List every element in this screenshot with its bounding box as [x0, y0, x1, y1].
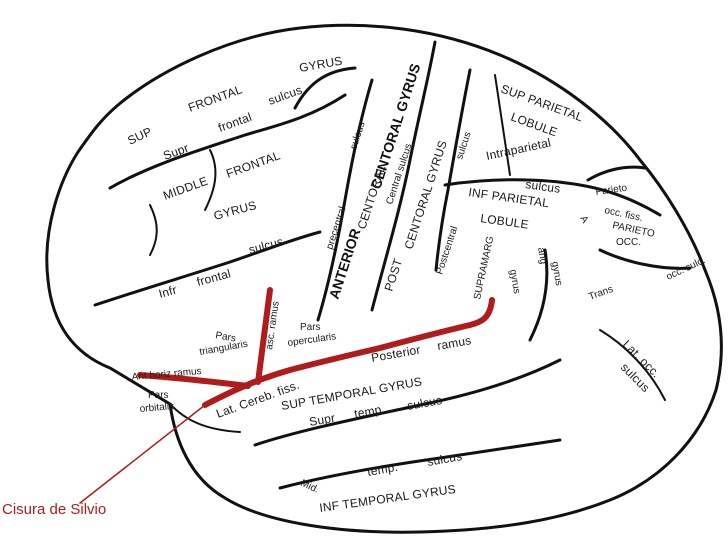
superior-frontal-sulcus	[108, 93, 347, 190]
label-parieto: Parieto	[595, 183, 628, 198]
transverse-occipital-sulcus	[598, 248, 692, 270]
label-temp-t: temp.	[353, 402, 386, 421]
label-occ: OCC.	[616, 237, 641, 248]
label-pars-tri: Pars	[214, 330, 236, 344]
lateral-occipital-sulcus	[599, 329, 666, 401]
superior-frontal-branch	[293, 66, 357, 110]
inferior-temporal-sulcus	[278, 438, 562, 490]
intraparietal-sulcus	[443, 178, 662, 217]
label-supr-t: Supr	[308, 411, 336, 429]
label-ang: ang	[535, 247, 549, 265]
caption-cisura-de-silvio: Cisura de Silvio	[2, 501, 106, 518]
label-infr: Infr	[157, 283, 178, 301]
central-sulcus	[370, 40, 437, 312]
brain-outline	[45, 23, 723, 534]
label-sulcus-m: sulcus	[426, 449, 463, 469]
precentral-sulcus	[316, 78, 374, 322]
label-pars-orb: Pars	[148, 390, 169, 401]
intraparietal-branch	[494, 74, 511, 176]
label-gyrus-ang: gyrus	[549, 261, 564, 287]
label-lobule-ip: LOBULE	[480, 211, 530, 232]
caption-pointer-line	[79, 404, 206, 504]
label-sulcus-ip: sulcus	[525, 177, 562, 196]
inferior-frontal-sulcus	[93, 230, 322, 307]
label-temp-m: temp.	[366, 460, 399, 479]
anterior-ascending-ramus	[255, 287, 273, 385]
superior-temporal-sulcus	[253, 358, 562, 447]
middle-frontal-branch	[204, 149, 217, 211]
parieto-occipital-fissure	[586, 165, 647, 182]
label-a: A	[577, 214, 590, 226]
label-ramus: ramus	[436, 333, 472, 353]
middle-frontal-branch-2	[149, 204, 158, 256]
label-pars-oper: Pars	[300, 322, 321, 333]
label-gyrus-sm: gyrus	[507, 269, 522, 295]
temporal-pole-line	[169, 403, 241, 433]
anterior-horizontal-ramus	[137, 372, 251, 389]
label-orbitalis: orbitalis	[139, 401, 174, 415]
angular-sulcus	[528, 248, 549, 342]
label-sulcus-t: sulcus	[406, 393, 443, 413]
